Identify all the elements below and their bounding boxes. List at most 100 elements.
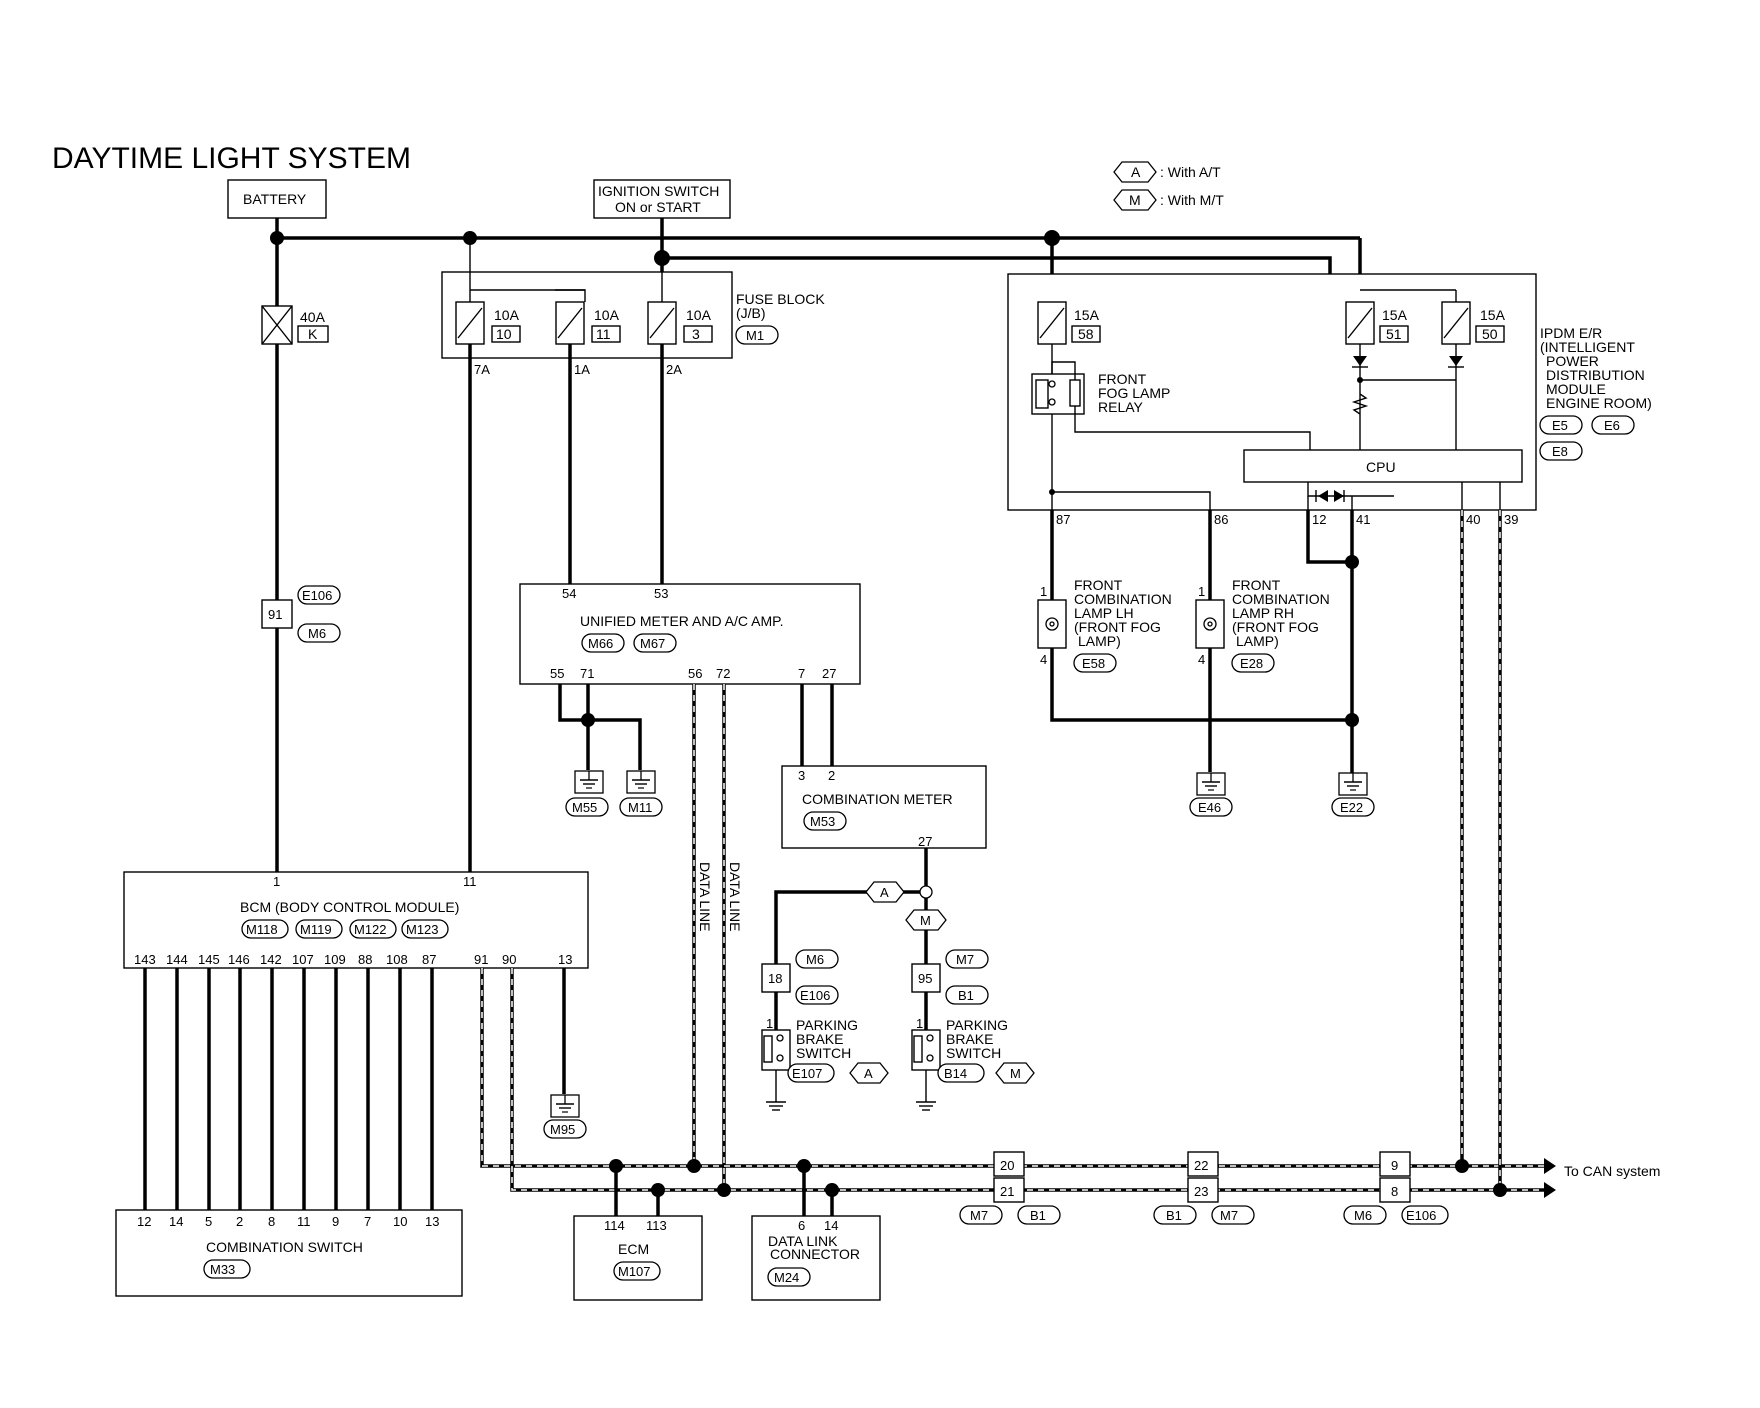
svg-text:LAMP RH: LAMP RH [1232, 605, 1294, 621]
svg-text:13: 13 [558, 952, 572, 967]
parking-brake-switch-mt: 95 M7 B1 1 PARKING BRAKE SWITCH B14 M [911, 949, 1035, 1111]
combination-switch [115, 1209, 463, 1297]
ecm-pin-113: 113 [646, 1218, 667, 1233]
ground-e46-label: E46 [1198, 800, 1221, 815]
svg-text:BRAKE: BRAKE [796, 1031, 843, 1047]
svg-text:7: 7 [364, 1214, 371, 1229]
ipdm-label-6: ENGINE ROOM) [1546, 395, 1652, 411]
ipdm-label-5: MODULE [1546, 381, 1606, 397]
bcm-bottom-pins: 143 144 145 146 142 107 109 88 108 87 91… [134, 952, 572, 967]
svg-text:1: 1 [1040, 584, 1047, 599]
svg-text:E106: E106 [1406, 1208, 1436, 1223]
fuse-10: 10A 10 7A [455, 290, 521, 377]
bcm-pin-1: 1 [273, 874, 280, 889]
ipdm-conn-e5: E5 [1552, 418, 1568, 433]
fuse-block-conn: M1 [746, 328, 764, 343]
comb-meter-conn: M53 [810, 814, 835, 829]
svg-text:2A: 2A [666, 362, 682, 377]
ipdm-label-1: IPDM E/R [1540, 325, 1602, 341]
svg-text:10: 10 [393, 1214, 407, 1229]
fog-lamp-lh: 1 4 FRONT COMBINATION LAMP LH (FRONT FOG… [1037, 577, 1172, 673]
svg-text:142: 142 [260, 952, 282, 967]
svg-text:8: 8 [268, 1214, 275, 1229]
svg-text:15A: 15A [1074, 307, 1100, 323]
svg-text:M6: M6 [1354, 1208, 1372, 1223]
svg-text:E106: E106 [800, 988, 830, 1003]
svg-text:144: 144 [166, 952, 188, 967]
unified-meter-pin-27: 27 [822, 666, 836, 681]
legend-code-at: A [1131, 164, 1141, 180]
ecm-pin-114: 114 [604, 1218, 625, 1233]
svg-text:B14: B14 [944, 1066, 967, 1081]
svg-text:107: 107 [292, 952, 314, 967]
battery-box [227, 179, 327, 219]
svg-text:E28: E28 [1240, 656, 1263, 671]
data-link-connector [751, 1215, 881, 1301]
svg-text:A: A [864, 1066, 873, 1081]
ipdm-cpu [1243, 449, 1523, 483]
svg-text:B1: B1 [1030, 1208, 1046, 1223]
joint-91-conn-m6: M6 [308, 626, 326, 641]
unified-meter-amp [519, 583, 861, 685]
svg-text:7A: 7A [474, 362, 490, 377]
svg-text:51: 51 [1386, 326, 1402, 342]
dlc-label-2: CONNECTOR [770, 1246, 860, 1262]
svg-text:143: 143 [134, 952, 156, 967]
svg-text:4: 4 [1040, 652, 1047, 667]
bcm-conn-m122: M122 [354, 922, 387, 937]
variant-m-marker: M [920, 913, 931, 928]
svg-text:11: 11 [596, 326, 611, 342]
bcm-conn-m118: M118 [246, 922, 278, 937]
svg-text:COMBINATION: COMBINATION [1074, 591, 1172, 607]
svg-text:1A: 1A [574, 362, 590, 377]
svg-text:SWITCH: SWITCH [946, 1045, 1001, 1061]
legend: A : With A/T M : With M/T [1113, 161, 1224, 211]
fog-lamp-rh: 1 4 FRONT COMBINATION LAMP RH (FRONT FOG… [1195, 577, 1330, 673]
ground-m55-label: M55 [572, 800, 597, 815]
comb-meter-pin-27: 27 [918, 834, 932, 849]
svg-text:12: 12 [137, 1214, 151, 1229]
ipdm-fuse-58: 15A 58 [1037, 301, 1101, 345]
joint-91-pin: 91 [268, 607, 282, 622]
ground-m11 [626, 770, 656, 794]
comb-meter-label: COMBINATION METER [802, 791, 953, 807]
svg-text:3: 3 [692, 326, 700, 342]
svg-text:1: 1 [1198, 584, 1205, 599]
comb-meter-pin-2: 2 [828, 768, 835, 783]
svg-text:11: 11 [297, 1214, 311, 1229]
ground-m11-label: M11 [628, 800, 652, 815]
fusible-link-rating: 40A [300, 309, 326, 325]
unified-meter-pin-54: 54 [562, 586, 576, 601]
svg-text:13: 13 [425, 1214, 439, 1229]
ground-e22 [1338, 772, 1368, 796]
svg-text:M: M [1010, 1066, 1021, 1081]
ipdm-pin-86: 86 [1214, 512, 1228, 527]
ipdm-pin-87: 87 [1056, 512, 1070, 527]
ipdm-label-3: POWER [1546, 353, 1599, 369]
svg-text:PARKING: PARKING [796, 1017, 858, 1033]
svg-text:145: 145 [198, 952, 220, 967]
can-joint-20-21: 20 21 M7 B1 [959, 1151, 1061, 1225]
svg-text:15A: 15A [1382, 307, 1408, 323]
fuse-block-label-2: (J/B) [736, 305, 766, 321]
svg-text:PARKING: PARKING [946, 1017, 1008, 1033]
svg-text:M7: M7 [956, 952, 974, 967]
svg-text:50: 50 [1482, 326, 1498, 342]
joint-connector-91 [261, 599, 293, 629]
unified-meter-pin-56: 56 [688, 666, 702, 681]
ground-m95 [550, 1094, 580, 1118]
svg-text:15A: 15A [1480, 307, 1506, 323]
ipdm-fuse-51: 15A 51 [1345, 301, 1409, 345]
svg-text:E58: E58 [1082, 656, 1105, 671]
diagram-title: DAYTIME LIGHT SYSTEM [52, 142, 411, 175]
unified-meter-pin-71: 71 [580, 666, 594, 681]
dlc-pin-6: 6 [798, 1218, 805, 1233]
svg-text:21: 21 [1000, 1184, 1014, 1199]
relay-label-1: FRONT [1098, 371, 1147, 387]
ecm [573, 1215, 703, 1301]
svg-text:95: 95 [918, 971, 932, 986]
to-can-label: To CAN system [1564, 1163, 1660, 1179]
svg-text:146: 146 [228, 952, 250, 967]
svg-text:LAMP LH: LAMP LH [1074, 605, 1134, 621]
